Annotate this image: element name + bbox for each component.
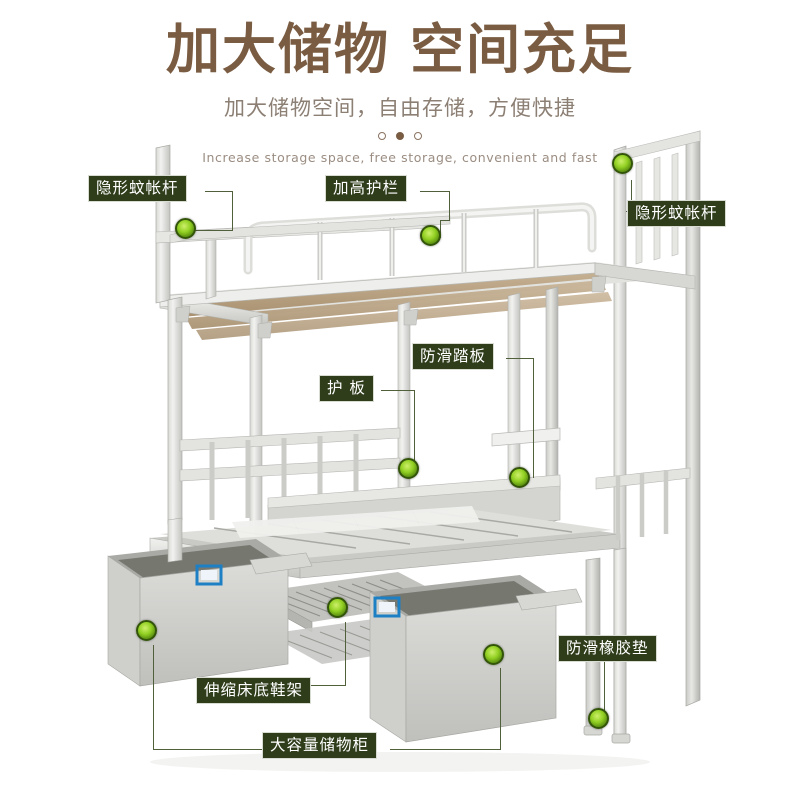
dot-1[interactable] (378, 131, 386, 140)
leader-mosquito-left-h (205, 191, 233, 193)
callout-label-high-guardrail[interactable]: 加高护栏 (325, 175, 408, 202)
marker-rubber-pad[interactable] (588, 708, 609, 729)
callout-label-storage-cabinet[interactable]: 大容量储物柜 (262, 732, 378, 759)
blue-card-tag-2 (373, 596, 401, 618)
leader-mosquito-left-h2 (195, 230, 233, 232)
marker-guard-board[interactable] (398, 458, 419, 479)
header-block: 加大储物空间充足 加大储物空间，自由存储，方便快捷 Increase stora… (0, 0, 800, 166)
marker-anti-slip-step[interactable] (509, 467, 530, 488)
callout-label-mosquito-pole-left[interactable]: 隐形蚊帐杆 (88, 175, 187, 202)
leader-cabinet-left-v (153, 645, 155, 750)
leader-cabinet-right-v (500, 668, 502, 750)
marker-mosquito-pole-left[interactable] (175, 218, 196, 239)
dot-2[interactable] (396, 131, 404, 140)
leader-step-h (506, 358, 534, 360)
title-part-2: 空间充足 (410, 18, 634, 81)
leader-mosquito-left-v (232, 191, 234, 231)
leader-rubberpad-v (604, 655, 606, 719)
leader-guardboard-h (381, 390, 415, 392)
page-title: 加大储物空间充足 (0, 20, 800, 80)
callout-label-anti-slip-step[interactable]: 防滑踏板 (412, 343, 495, 370)
marker-storage-cabinet-left[interactable] (136, 620, 157, 641)
subtitle-english: Increase storage space, free storage, co… (202, 150, 598, 165)
callout-label-mosquito-pole-right[interactable]: 隐形蚊帐杆 (627, 200, 726, 227)
leader-cabinet-left-h (153, 749, 263, 751)
leader-guardrail-h2 (440, 220, 450, 222)
leader-mosquito-right-v (631, 180, 633, 212)
callout-label-shoe-rack[interactable]: 伸缩床底鞋架 (196, 677, 312, 704)
leader-guardrail-v (449, 191, 451, 221)
leader-step-v (533, 358, 535, 478)
leader-guardrail-v2 (440, 220, 442, 238)
leader-shoerack-v (345, 622, 347, 686)
marker-shoe-rack[interactable] (327, 597, 348, 618)
subtitle: 加大储物空间，自由存储，方便快捷 (224, 96, 576, 120)
dot-3[interactable] (414, 131, 422, 140)
title-part-1: 加大储物 (166, 18, 390, 81)
blue-card-tag (195, 564, 223, 586)
marker-high-guardrail[interactable] (420, 225, 441, 246)
leader-guardrail-h (420, 191, 450, 193)
marker-mosquito-pole-right[interactable] (612, 153, 633, 174)
callout-label-rubber-pad[interactable]: 防滑橡胶垫 (558, 635, 657, 662)
leader-guardboard-v (414, 390, 416, 470)
marker-storage-cabinet-right[interactable] (483, 644, 504, 665)
leader-shoerack-h (310, 685, 346, 687)
callout-label-guard-board[interactable]: 护 板 (319, 375, 374, 402)
carousel-dots (0, 131, 800, 141)
leader-cabinet-right-h (390, 749, 501, 751)
